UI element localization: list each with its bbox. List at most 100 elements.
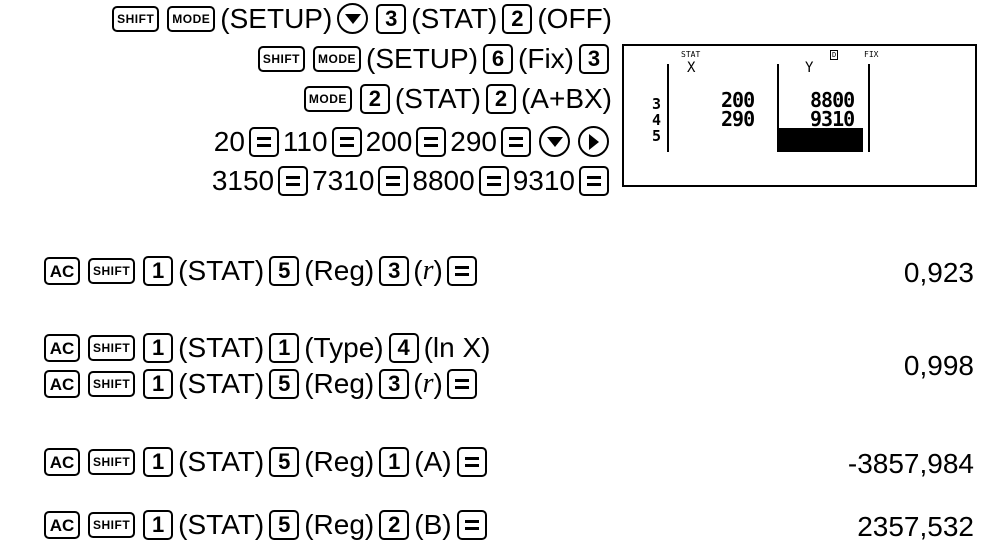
screen-y-value: 8800 [810, 88, 855, 112]
step-line-reg-b: AC SHIFT 1 (STAT) 5 (Reg) 2 (B) [40, 510, 491, 540]
key-3[interactable]: 3 [579, 44, 609, 74]
label-setup: (SETUP) [366, 43, 479, 74]
x-value: 110 [282, 125, 328, 157]
equals-icon[interactable] [416, 126, 447, 157]
step-line-setup-fix: SHIFT MODE (SETUP) 6 (Fix) 3 [254, 44, 613, 74]
label-a: (A) [414, 446, 452, 477]
shift-key[interactable]: SHIFT [88, 449, 136, 475]
screen-divider-mid [777, 64, 779, 152]
y-value: 9310 [512, 165, 575, 196]
result-a: -3857,984 [847, 448, 974, 479]
equals-icon[interactable] [456, 447, 487, 477]
ac-key[interactable]: AC [44, 511, 80, 539]
equals-icon[interactable] [478, 166, 509, 196]
key-3[interactable]: 3 [379, 256, 410, 286]
mode-key[interactable]: MODE [303, 86, 352, 112]
key-2[interactable]: 2 [379, 510, 410, 540]
cursor-highlight [779, 128, 863, 152]
step-line-reg-r-ln: AC SHIFT 1 (STAT) 5 (Reg) 3 (r) [40, 369, 481, 399]
d-indicator: D [830, 50, 839, 60]
x-value: 200 [365, 125, 413, 157]
label-setup: (SETUP) [220, 2, 333, 34]
shift-key[interactable]: SHIFT [257, 46, 306, 72]
label-stat: (STAT) [411, 2, 498, 34]
stat-indicator: STAT [681, 50, 701, 59]
shift-key[interactable]: SHIFT [88, 335, 136, 361]
step-line-x-values: 20 110 200 290 [214, 126, 613, 157]
column-header-y: Y [805, 60, 814, 76]
step-line-y-values: 3150 7310 8800 9310 [212, 166, 613, 196]
x-value: 20 [213, 125, 245, 157]
ac-key[interactable]: AC [44, 334, 80, 362]
ac-key[interactable]: AC [44, 448, 80, 476]
result-r-linear: 0,923 [903, 257, 974, 288]
label-type: (Type) [304, 332, 384, 363]
equals-icon[interactable] [446, 256, 477, 286]
step-line-reg-a: AC SHIFT 1 (STAT) 5 (Reg) 1 (A) [40, 447, 491, 477]
key-2[interactable]: 2 [485, 84, 516, 114]
down-arrow-icon[interactable] [337, 3, 369, 34]
label-r-variable: r [422, 368, 434, 399]
label-stat: (STAT) [178, 255, 265, 286]
fix-indicator: FIX [864, 50, 879, 59]
key-1[interactable]: 1 [143, 369, 174, 399]
label-lnx: (ln X) [423, 332, 491, 363]
equals-icon[interactable] [278, 166, 309, 196]
key-6[interactable]: 6 [483, 44, 514, 74]
key-2[interactable]: 2 [359, 84, 390, 114]
ac-key[interactable]: AC [44, 257, 80, 285]
shift-key[interactable]: SHIFT [88, 258, 136, 284]
label-reg: (Reg) [304, 446, 375, 477]
key-1[interactable]: 1 [143, 333, 174, 363]
column-header-x: X [687, 60, 696, 76]
screen-divider-right [868, 64, 870, 152]
row-numbers: 3 4 5 [652, 96, 664, 144]
result-r-ln: 0,998 [903, 350, 974, 381]
key-5[interactable]: 5 [269, 510, 300, 540]
mode-key[interactable]: MODE [167, 5, 216, 32]
equals-icon[interactable] [501, 126, 531, 157]
row-number: 4 [652, 111, 661, 129]
label-r-variable: r [422, 255, 434, 286]
key-5[interactable]: 5 [269, 256, 300, 286]
label-abx: (A+BX) [520, 83, 612, 114]
screen-x-value: 200 [721, 88, 755, 112]
y-value: 7310 [312, 165, 375, 196]
screen-x-value: 290 [721, 107, 755, 131]
key-2[interactable]: 2 [502, 3, 533, 34]
key-3[interactable]: 3 [379, 369, 410, 399]
calculator-screen: STAT D FIX X Y 3 4 5 200 290 8800 9310 [622, 44, 977, 187]
shift-key[interactable]: SHIFT [88, 371, 136, 397]
key-1[interactable]: 1 [143, 510, 174, 540]
mode-key[interactable]: MODE [313, 46, 362, 72]
step-line-setup-stat: SHIFT MODE (SETUP) 3 (STAT) 2 (OFF) [108, 3, 613, 34]
label-r-open: ( [413, 368, 423, 399]
equals-icon[interactable] [446, 369, 477, 399]
key-4[interactable]: 4 [388, 333, 419, 363]
key-1[interactable]: 1 [143, 256, 174, 286]
key-3[interactable]: 3 [376, 3, 407, 34]
label-stat: (STAT) [178, 332, 265, 363]
label-r-close: ) [433, 368, 443, 399]
equals-icon[interactable] [579, 166, 609, 196]
equals-icon[interactable] [331, 126, 362, 157]
screen-divider-left [667, 64, 669, 152]
key-5[interactable]: 5 [269, 369, 300, 399]
shift-key[interactable]: SHIFT [112, 5, 160, 32]
equals-icon[interactable] [248, 126, 279, 157]
key-5[interactable]: 5 [269, 447, 300, 477]
label-stat: (STAT) [178, 368, 265, 399]
key-1[interactable]: 1 [269, 333, 300, 363]
equals-icon[interactable] [456, 510, 487, 540]
shift-key[interactable]: SHIFT [88, 512, 136, 538]
down-arrow-icon[interactable] [539, 126, 570, 157]
ac-key[interactable]: AC [44, 370, 80, 398]
x-value: 290 [450, 125, 497, 157]
right-arrow-icon[interactable] [578, 126, 609, 157]
key-1[interactable]: 1 [379, 447, 410, 477]
equals-icon[interactable] [378, 166, 409, 196]
key-1[interactable]: 1 [143, 447, 174, 477]
label-stat: (STAT) [394, 83, 481, 114]
screen-y-value: 9310 [810, 107, 855, 131]
step-line-type-lnx: AC SHIFT 1 (STAT) 1 (Type) 4 (ln X) [40, 333, 492, 363]
